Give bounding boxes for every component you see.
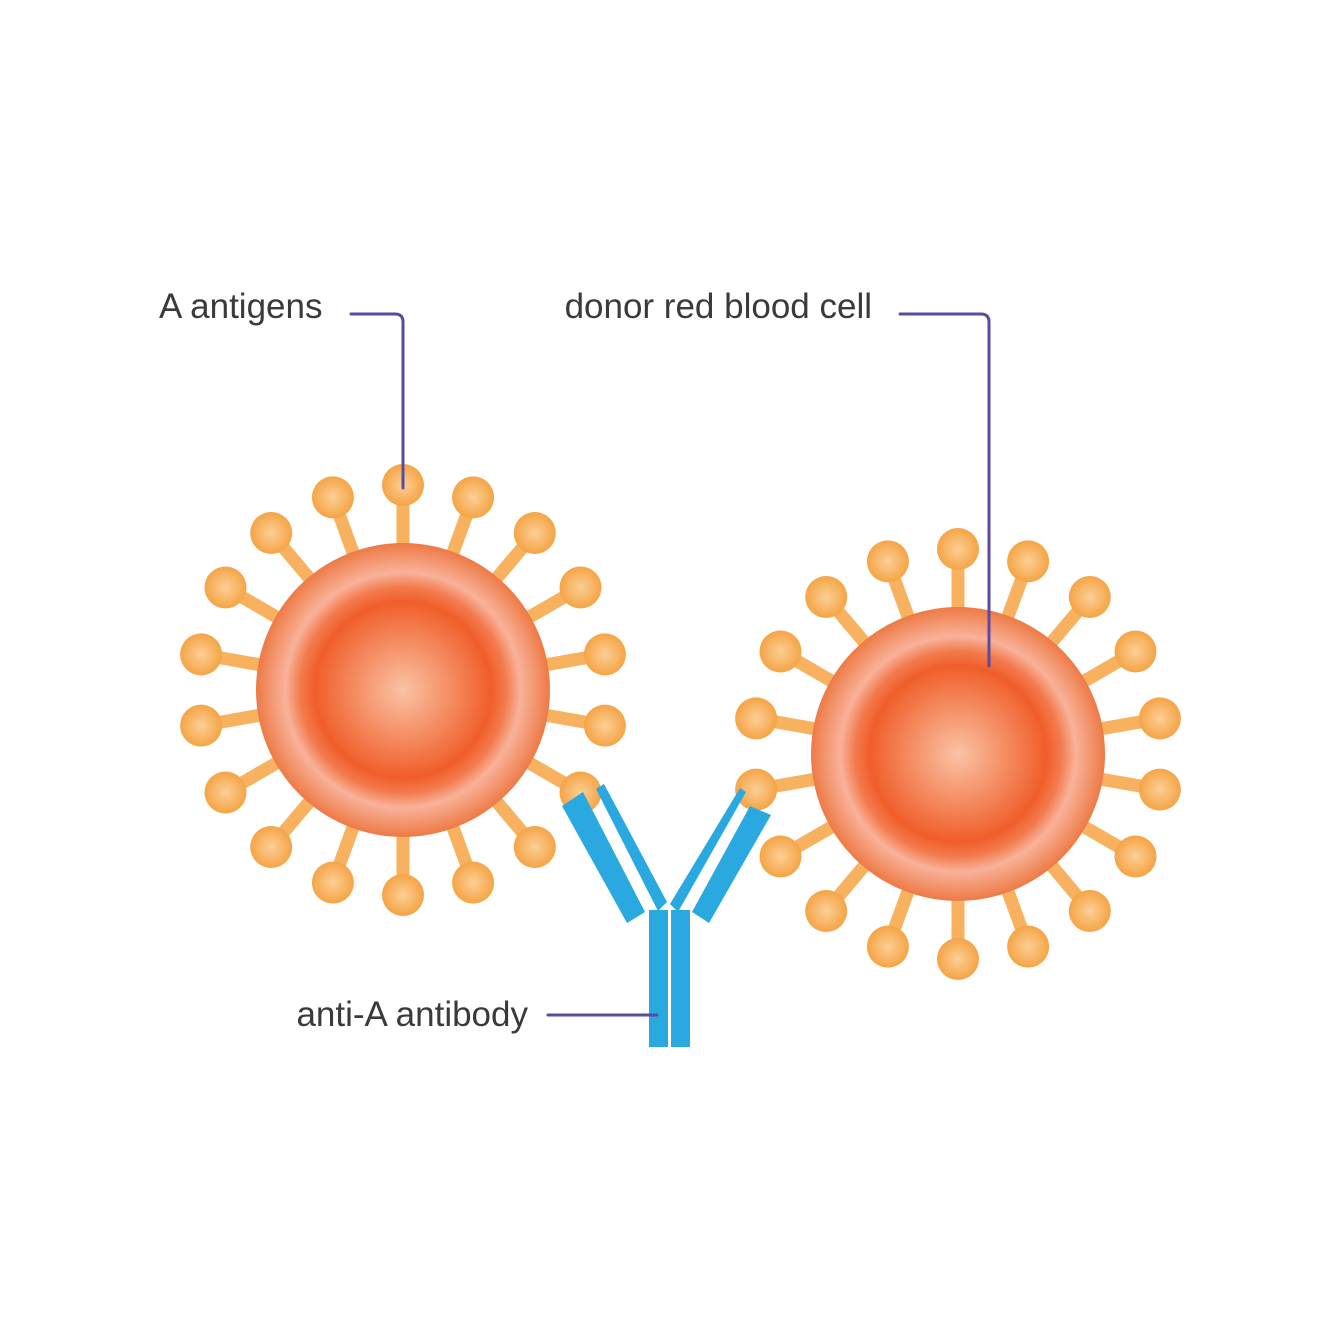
left-red-blood-cell xyxy=(180,464,626,916)
donor-cell-antigen-bead xyxy=(1068,576,1111,618)
donor-cell-antigen-bead xyxy=(759,630,802,673)
donor-cell-antigen-bead xyxy=(1007,925,1050,968)
left-cell-antigen-bead xyxy=(204,771,247,814)
donor-cell-antigen-bead xyxy=(735,768,778,811)
donor-cell-antigen-bead xyxy=(1138,697,1181,740)
donor-cell-antigen-bead xyxy=(735,697,778,740)
left-cell-antigen-bead xyxy=(559,566,602,609)
antigens-leader-line xyxy=(349,312,405,490)
left-cell-body xyxy=(256,543,550,837)
left-cell-antigen-bead xyxy=(311,861,354,904)
antibody-right-arm-inner xyxy=(670,788,746,912)
donor-red-blood-cell xyxy=(735,528,1181,980)
antibody-left-arm-inner xyxy=(596,784,667,911)
donor-cell-antigen-bead xyxy=(759,835,802,878)
antibody-label: anti-A antibody xyxy=(296,995,528,1034)
left-cell-antigen-bead xyxy=(204,566,247,609)
left-cell-antigen-bead xyxy=(250,826,293,868)
left-cell-antigen-bead xyxy=(513,512,556,554)
donor-cell-antigens xyxy=(735,528,1181,980)
donor-cell-leader-line xyxy=(898,312,991,668)
antibody-right-arm-outer xyxy=(692,806,771,923)
donor-cell-antigen-bead xyxy=(866,540,909,583)
left-cell-antigen-bead xyxy=(583,633,626,676)
left-cell-antigen-bead xyxy=(452,861,495,904)
left-cell-antigen-bead xyxy=(180,633,223,676)
donor-cell-body xyxy=(811,607,1105,901)
donor-cell-antigen-bead xyxy=(1138,768,1181,811)
donor-cell-antigen-bead xyxy=(805,576,848,618)
donor-cell-antigen-bead xyxy=(1114,835,1157,878)
antibody-stem-right xyxy=(671,910,690,1047)
donor-cell-antigen-bead xyxy=(1068,890,1111,932)
donor-cell-antigen-bead xyxy=(937,528,979,570)
antibody-stem-left xyxy=(649,910,668,1047)
left-cell-antigen-bead xyxy=(513,826,556,868)
left-cell-antigens xyxy=(180,464,626,916)
donor-cell-label: donor red blood cell xyxy=(565,287,872,326)
left-cell-antigen-bead xyxy=(311,476,354,519)
antibody-left-arm-outer xyxy=(562,792,645,923)
left-cell-antigen-bead xyxy=(180,704,223,747)
antigens-label: A antigens xyxy=(159,287,322,326)
donor-cell-antigen-bead xyxy=(937,938,979,980)
donor-cell-antigen-bead xyxy=(1007,540,1050,583)
anti-a-antibody xyxy=(562,784,771,1047)
left-cell-antigen-bead xyxy=(452,476,495,519)
donor-cell-antigen-bead xyxy=(1114,630,1157,673)
left-cell-antigen-bead xyxy=(583,704,626,747)
donor-cell-antigen-bead xyxy=(805,890,848,932)
left-cell-antigen-bead xyxy=(382,874,424,916)
donor-cell-antigen-bead xyxy=(866,925,909,968)
left-cell-antigen-bead xyxy=(250,512,293,554)
